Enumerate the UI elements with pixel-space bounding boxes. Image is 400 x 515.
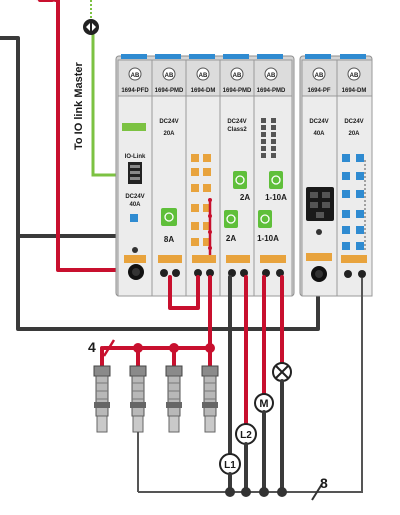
proximity-sensor-icon — [129, 365, 147, 433]
sensor-bus-slash — [102, 339, 116, 357]
blue-terminal-column — [342, 154, 364, 250]
module-3-current: Class2 — [227, 127, 247, 133]
svg-text:AB: AB — [350, 73, 359, 79]
module-0-rating: DC24V — [125, 194, 144, 200]
internal-red-jumpers — [208, 198, 212, 255]
screw-icon — [132, 247, 138, 253]
module-1694-pmd-8a: AB 1694-PMD DC24V 20A 8A — [151, 59, 187, 297]
black-return-wire-bottom — [16, 234, 320, 331]
return-bus-count: 8 — [320, 475, 328, 491]
module-5-part: 1694-PF — [307, 88, 330, 94]
proximity-sensor-icon — [165, 365, 183, 433]
orange-terminal-strip — [306, 253, 332, 261]
module-0-part: 1694-PFD — [121, 88, 149, 94]
led-bar-graph — [261, 118, 276, 158]
svg-text:AB: AB — [233, 73, 242, 79]
input-connector-icon[interactable] — [306, 187, 334, 221]
module-1694-pmd-1-10a: AB 1694-PMD 1-10A 1-10A — [253, 59, 293, 297]
l1-load-icon: L1 — [219, 453, 241, 475]
module-1694-dm-left: AB 1694-DM — [185, 59, 221, 297]
module-top-clips — [121, 54, 366, 59]
module-6-rating: DC24V — [344, 119, 363, 125]
orange-terminal-column — [191, 154, 211, 246]
status-led-bar — [122, 123, 146, 131]
motor-label: M — [259, 398, 268, 410]
module-3-part: 1694-PMD — [223, 88, 252, 94]
module-5-current: 40A — [313, 131, 325, 137]
module-6-current: 20A — [348, 131, 360, 137]
svg-text:AB: AB — [267, 73, 276, 79]
module-2-part: 1694-DM — [191, 88, 216, 94]
reset-button-icon[interactable] — [258, 210, 272, 228]
svg-text:AB: AB — [199, 73, 208, 79]
l2-load-icon: L2 — [235, 423, 257, 445]
orange-terminal-strip — [226, 255, 250, 263]
io-link-connector-icon — [83, 0, 99, 35]
red-supply-wire-left — [38, 0, 132, 272]
l2-label: L2 — [240, 430, 252, 441]
module-4-part: 1694-PMD — [257, 88, 286, 94]
module-1-button-label: 8A — [164, 235, 174, 244]
module-3-button-label-top: 2A — [240, 193, 250, 202]
module-1694-dm-right: AB 1694-DM DC24V 20A — [336, 59, 373, 297]
sensor-bus-count: 4 — [88, 339, 96, 355]
return-bus-slash — [311, 483, 323, 501]
orange-terminal-strip — [341, 255, 367, 263]
orange-terminal-strip — [158, 255, 182, 263]
proximity-sensor-icon — [93, 365, 111, 433]
svg-text:AB: AB — [315, 73, 324, 79]
blue-indicator-icon — [130, 214, 138, 222]
module-3-button-label-bottom: 2A — [226, 234, 236, 243]
orange-terminal-strip — [192, 255, 216, 263]
return-bus — [138, 278, 363, 493]
module-1-part: 1694-PMD — [155, 88, 184, 94]
orange-terminal-strip — [124, 255, 146, 263]
svg-text:AB: AB — [165, 73, 174, 79]
proximity-sensor-icon — [201, 365, 219, 433]
reset-button-icon[interactable] — [161, 208, 177, 226]
module-1-rating: DC24V — [159, 119, 178, 125]
io-link-master-label: To IO link Master — [73, 61, 85, 150]
module-0-title: IO-Link — [125, 154, 146, 160]
module-1694-pmd-class2: AB 1694-PMD DC24V Class2 2A 2A — [219, 59, 255, 297]
module-1694-pfd: AB 1694-PFD IO-Link DC24V 40A — [117, 59, 153, 297]
module-5-rating: DC24V — [309, 119, 328, 125]
black-supply-wire-left — [0, 36, 132, 238]
orange-terminal-strip — [260, 255, 286, 263]
screw-icon — [316, 229, 322, 235]
return-bus-junctions — [225, 487, 287, 497]
motor-load-icon: M — [254, 393, 274, 413]
module-0-current: 40A — [129, 202, 141, 208]
red-jumper-8a-to-dm — [168, 275, 200, 310]
module-4-button-label-bottom: 1-10A — [257, 234, 279, 243]
module-3-rating: DC24V — [227, 119, 246, 125]
svg-text:AB: AB — [131, 73, 140, 79]
reset-button-icon[interactable] — [269, 171, 283, 189]
lamp-load-icon — [272, 362, 292, 382]
module-1-current: 20A — [163, 131, 175, 137]
module-4-button-label-top: 1-10A — [265, 193, 287, 202]
reset-button-icon[interactable] — [233, 171, 247, 189]
module-6-part: 1694-DM — [342, 88, 367, 94]
l1-label: L1 — [224, 460, 236, 471]
reset-button-icon[interactable] — [224, 210, 238, 228]
module-1694-pf: AB 1694-PF DC24V 40A — [301, 59, 338, 297]
